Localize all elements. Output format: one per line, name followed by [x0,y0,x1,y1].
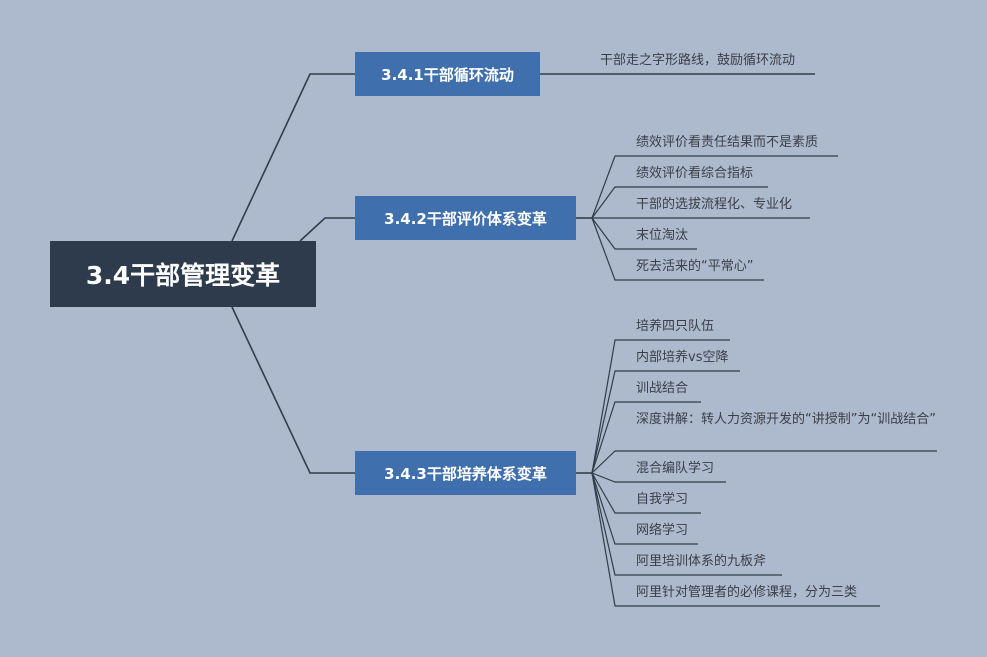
connector-root-topic2 [299,217,355,242]
leaf-node[interactable]: 死去活来的“平常心” [636,259,754,274]
root-label: 3.4干部管理变革 [85,261,281,290]
leaf-connector [591,186,768,219]
leaf-connector [591,339,730,474]
leaf-node[interactable]: 绩效评价看综合指标 [636,166,754,181]
leaf-connector [591,217,697,250]
leaf-node[interactable]: 网络学习 [636,523,689,538]
leaf-node[interactable]: 阿里培训体系的九板斧 [636,554,767,569]
leaf-node[interactable]: 自我学习 [636,492,689,507]
topic-label: 3.4.2干部评价体系变革 [384,209,547,228]
topic-label: 3.4.1干部循环流动 [381,65,514,84]
leaf-connector [591,217,764,281]
connector-root-topic3 [231,306,355,474]
topic-node-3-4-2[interactable]: 3.4.2干部评价体系变革 [355,196,576,240]
topic-node-3-4-3[interactable]: 3.4.3干部培养体系变革 [355,451,576,495]
leaf-node[interactable]: 深度讲解：转人力资源开发的“讲授制”为“训战结合” [636,412,936,427]
topic-node-3-4-1[interactable]: 3.4.1干部循环流动 [355,52,540,96]
leaf-node[interactable]: 训战结合 [636,381,689,396]
leaf-connector [591,155,838,219]
leaf-node[interactable]: 末位淘汰 [636,228,689,243]
leaf-node[interactable]: 内部培养vs空降 [636,350,729,365]
leaf-node[interactable]: 干部的选拔流程化、专业化 [636,197,793,212]
leaf-connector [591,472,701,514]
leaf-node[interactable]: 培养四只队伍 [636,319,715,334]
leaf-node[interactable]: 绩效评价看责任结果而不是素质 [636,135,819,150]
leaf-node[interactable]: 阿里针对管理者的必修课程，分为三类 [636,585,858,600]
connector-root-topic1 [231,73,355,242]
leaf-connector [591,472,880,607]
leaf-node[interactable]: 干部走之字形路线，鼓励循环流动 [600,53,796,68]
leaf-connector [591,370,740,474]
leaf-connector [591,450,937,474]
leaf-connector [591,472,698,545]
leaf-connector [591,472,726,483]
leaf-connector [591,472,782,576]
root-node[interactable]: 3.4干部管理变革 [50,241,316,307]
topic-label: 3.4.3干部培养体系变革 [384,464,547,483]
leaf-node[interactable]: 混合编队学习 [636,461,715,476]
leaf-connector [591,401,701,474]
